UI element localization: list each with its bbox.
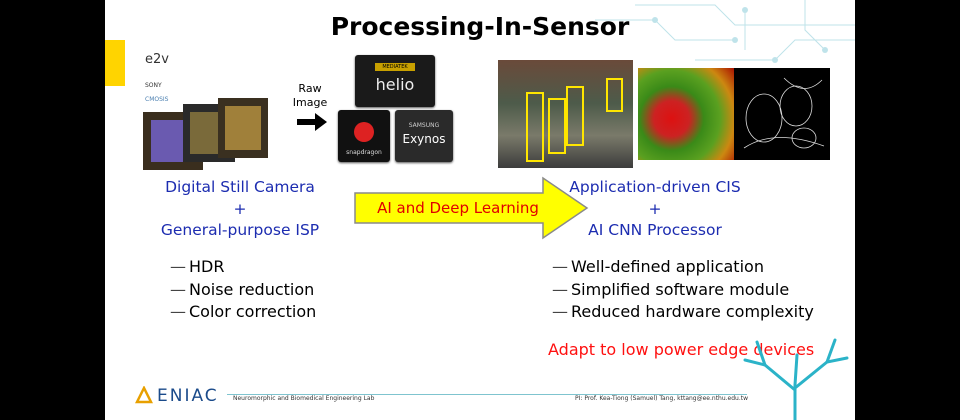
pedestrian-detection-photo <box>498 60 633 168</box>
list-item: —Reduced hardware complexity <box>552 302 814 321</box>
detection-box <box>566 86 584 146</box>
eniac-logo-icon <box>135 386 153 404</box>
snapdragon-logo-icon <box>354 122 374 142</box>
raw-image-arrow-icon <box>297 113 327 131</box>
neuron-tree-decoration <box>743 338 849 420</box>
detection-box <box>606 78 623 112</box>
ai-cnn-processor-label: AI CNN Processor <box>588 221 722 239</box>
list-item: —Noise reduction <box>170 279 315 299</box>
raw-image-label: Raw Image <box>292 82 328 109</box>
e2v-logo: e2v <box>145 52 169 67</box>
mediatek-helio-chip: MEDIATEK helio <box>355 55 435 107</box>
detection-box <box>526 92 544 162</box>
yellow-accent-tab <box>105 40 125 86</box>
image-sensor-chips-photo <box>143 98 268 170</box>
footer-pi-contact: PI: Prof. Kea-Tiong (Samuel) Tang, kttan… <box>575 395 749 402</box>
list-item: —HDR <box>170 257 225 276</box>
samsung-exynos-chip: SAMSUNG Exynos <box>395 110 453 162</box>
digital-still-camera-label: Digital Still Camera <box>165 178 315 196</box>
ai-deep-learning-arrow-icon <box>354 176 589 240</box>
adapt-edge-devices-note: Adapt to low power edge devices <box>548 340 815 359</box>
list-item: —Simplified software module <box>552 279 790 299</box>
footer-divider <box>227 394 747 395</box>
right-bullet-list: —Well-defined application —Simplified so… <box>552 256 814 324</box>
sensor-vendor-logos: e2v SONY CMOSIS <box>143 52 198 132</box>
footer-lab-name: Neuromorphic and Biomedical Engineering … <box>233 395 375 402</box>
detection-box <box>548 98 566 154</box>
general-purpose-isp-label: General-purpose ISP <box>160 221 320 239</box>
list-item: —Color correction <box>170 302 317 321</box>
cmosis-logo: CMOSIS <box>145 96 169 103</box>
peppers-edge-detection-photo <box>734 68 830 160</box>
eniac-brand: ENIAC <box>157 386 219 406</box>
qualcomm-snapdragon-chip: snapdragon <box>338 110 390 162</box>
left-bullet-list: —HDR —Noise reduction —Color correction <box>170 256 316 324</box>
right-plus-sign: + <box>648 200 662 218</box>
slide: Processing-In-Sensor e2v SONY CMOSIS Raw… <box>105 0 855 420</box>
circuit-decoration <box>595 0 855 63</box>
application-driven-cis-label: Application-driven CIS <box>569 178 741 196</box>
list-item: —Well-defined application <box>552 257 764 276</box>
slide-title: Processing-In-Sensor <box>330 12 630 41</box>
peppers-color-photo <box>638 68 734 160</box>
ai-deep-learning-label: AI and Deep Learning <box>377 199 539 217</box>
left-plus-sign: + <box>233 200 247 218</box>
sony-logo: SONY <box>145 82 162 89</box>
